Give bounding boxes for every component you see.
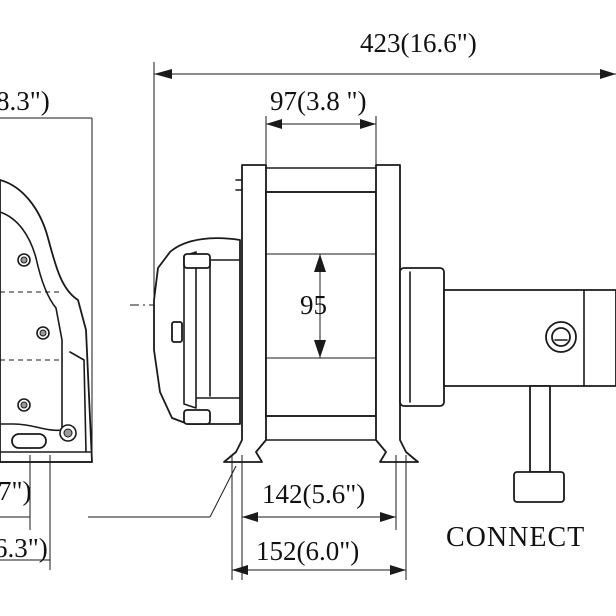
motor-body (443, 289, 616, 387)
gearbox-plug (171, 321, 183, 343)
gearbox-bolt-top (183, 253, 211, 269)
foot-inner-label: 142(5.6") (262, 479, 365, 509)
arrowhead-icon (242, 512, 258, 522)
connector-label: CONNECT (446, 522, 585, 553)
arrowhead-icon (314, 340, 326, 358)
bolt-icon (20, 256, 28, 264)
bolt-icon (20, 401, 28, 409)
arrowhead-icon (600, 69, 616, 79)
arrowhead-icon (380, 512, 396, 522)
side-view (0, 117, 237, 570)
connector-plug (513, 471, 565, 503)
side-view-housing (0, 179, 93, 463)
connector-cable (529, 385, 551, 473)
side-view-base-plate (0, 351, 93, 463)
side-view-inner-outline (0, 211, 63, 432)
arrowhead-icon (390, 565, 406, 575)
left-foot (235, 179, 243, 191)
partial-bottom-left-label-2: 6.3") (0, 533, 48, 563)
overall-length-label: 423(16.6") (360, 28, 477, 58)
arrowhead-icon (154, 69, 172, 79)
arrowhead-icon (266, 119, 282, 129)
front-view: CONNECT 95 (130, 164, 616, 553)
motor-adapter (399, 267, 445, 407)
side-view-mount-slot (11, 433, 47, 449)
bolt-icon (39, 329, 47, 337)
gearbox-housing (153, 237, 241, 425)
arrowhead-icon (360, 119, 376, 129)
arrowhead-icon (232, 565, 248, 575)
motor-terminal-cap (551, 327, 571, 347)
partial-top-left-label: 8.3") (0, 86, 50, 116)
arrowhead-icon (314, 254, 326, 272)
partial-bottom-left-label-1: 7") (0, 476, 32, 506)
dimensions: 423(16.6") 97(3.8 ") 142(5.6") 152(6.0")… (0, 28, 616, 580)
gearbox-housing-detail (183, 251, 241, 409)
gearbox-bolt-bottom (183, 409, 211, 425)
side-view-hidden-lines (0, 291, 60, 361)
bolt-icon (63, 428, 73, 438)
foot-outer-label: 152(6.0") (256, 536, 359, 566)
drum-diameter-label: 95 (300, 290, 327, 320)
drum-width-label: 97(3.8 ") (270, 86, 367, 116)
right-end-plate (375, 164, 419, 463)
